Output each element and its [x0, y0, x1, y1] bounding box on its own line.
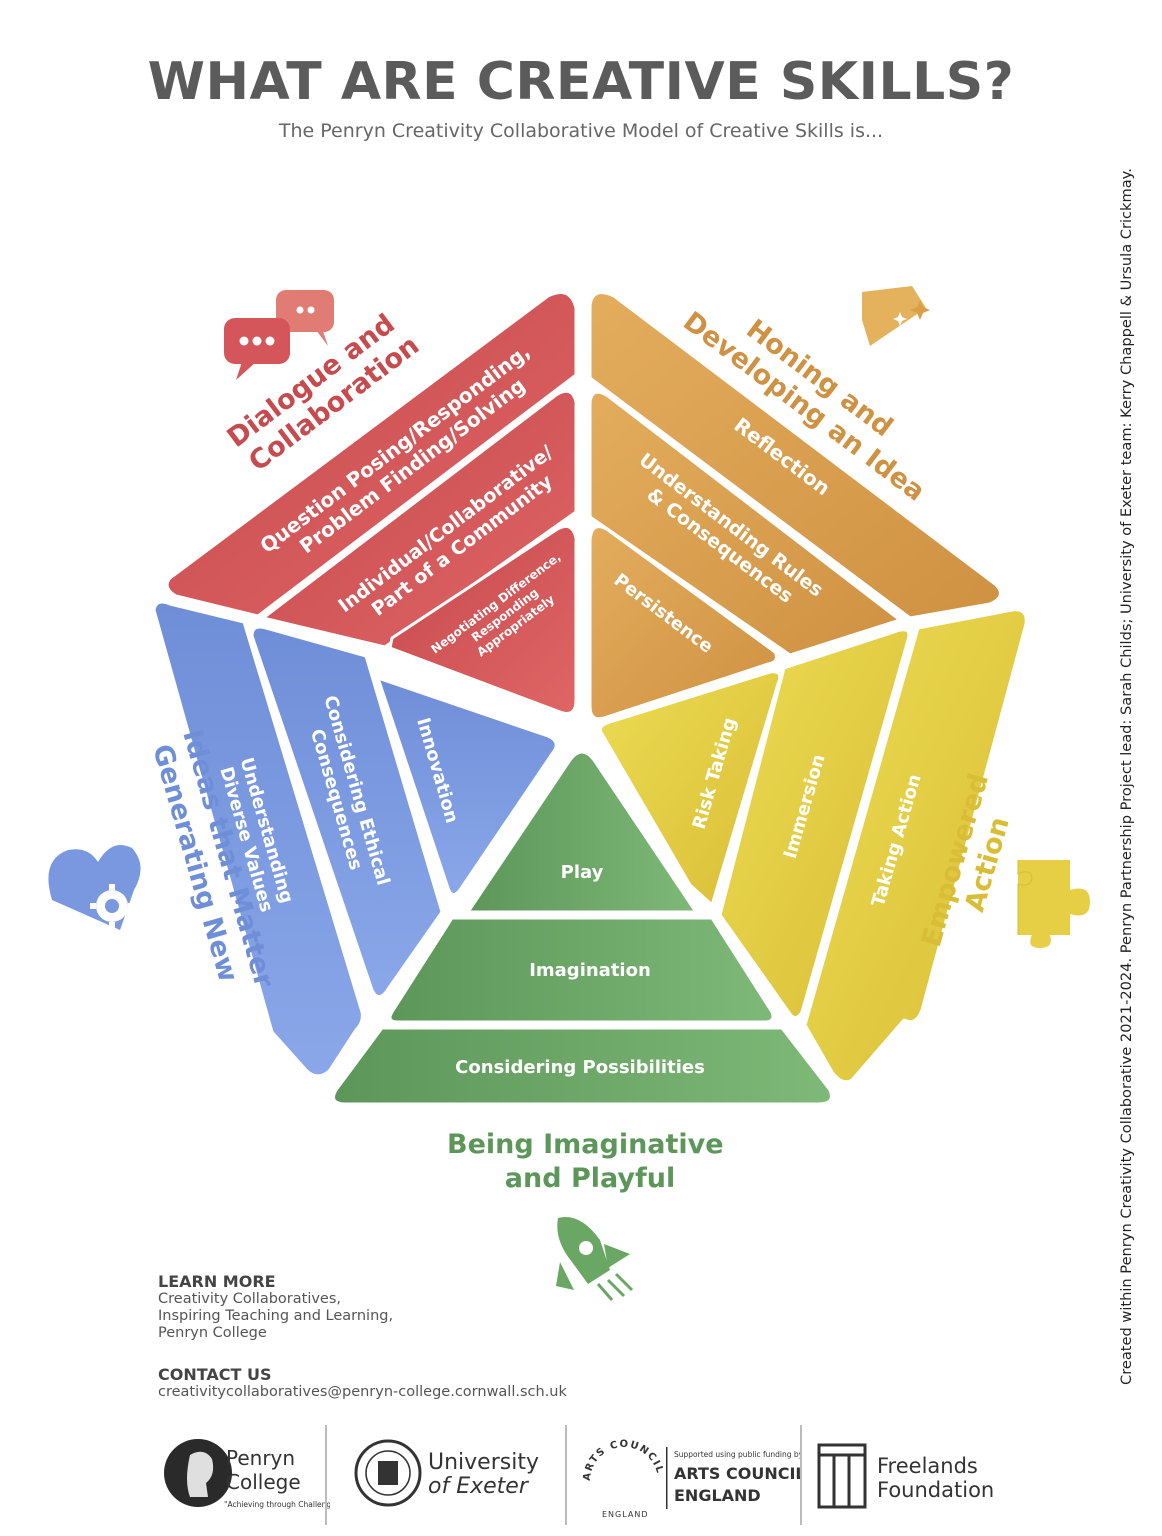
- contact-heading: CONTACT US: [158, 1365, 272, 1384]
- freelands-foundation-logo: Freelands Foundation: [815, 1425, 1015, 1525]
- dialogue-band-inner: [388, 524, 578, 715]
- dialogue-band-middle: [261, 389, 578, 649]
- svg-text:ARTS COUNCIL: ARTS COUNCIL: [582, 1439, 666, 1481]
- speech-bubbles-icon: [224, 290, 334, 380]
- generating-band-middle: [250, 625, 444, 998]
- generating-sector: [152, 600, 558, 1078]
- svg-text:ENGLAND: ENGLAND: [674, 1486, 761, 1505]
- generating-band-outer: [152, 600, 364, 1078]
- dialogue-band-outer: [165, 291, 578, 618]
- rocket-icon: [556, 1216, 634, 1301]
- logo-divider: [800, 1425, 802, 1525]
- imaginative-band-3-label: Play: [561, 862, 604, 883]
- honing-sector: [588, 291, 1002, 721]
- imaginative-heading: Being Imaginative and Playful: [447, 1129, 733, 1194]
- svg-text:"Achieving through Challenge": "Achieving through Challenge": [224, 1500, 330, 1509]
- university-of-exeter-logo: University of Exeter: [350, 1425, 540, 1525]
- honing-band-inner: [588, 525, 778, 721]
- empowered-band-inner: [598, 670, 782, 907]
- empowered-band-outer: [803, 608, 1028, 1084]
- svg-text:Supported using public funding: Supported using public funding by: [674, 1450, 800, 1459]
- side-credit: Created within Penryn Creativity Collabo…: [1118, 168, 1135, 1385]
- page-subtitle: The Penryn Creativity Collaborative Mode…: [278, 120, 884, 142]
- learn-more-line: Inspiring Teaching and Learning,: [158, 1308, 394, 1324]
- imaginative-band-inner: [466, 750, 698, 914]
- svg-text:College: College: [226, 1470, 301, 1494]
- contact-email[interactable]: creativitycollaboratives@penryn-college.…: [158, 1384, 567, 1400]
- svg-text:Foundation: Foundation: [877, 1478, 994, 1502]
- learn-more: LEARN MORE Creativity Collaboratives, In…: [158, 1272, 393, 1342]
- partner-logos: Penryn College "Achieving through Challe…: [150, 1425, 1030, 1530]
- learn-more-line: Penryn College: [158, 1325, 267, 1341]
- svg-text:ENGLAND: ENGLAND: [602, 1510, 649, 1519]
- gem-icon: [862, 286, 930, 346]
- dialogue-sector: [165, 291, 578, 715]
- empowered-sector: [598, 608, 1028, 1084]
- penryn-college-logo: Penryn College "Achieving through Challe…: [160, 1425, 339, 1525]
- imaginative-band-middle: [388, 916, 775, 1024]
- honing-band-middle: [588, 390, 902, 657]
- imaginative-band-outer: [332, 1026, 833, 1106]
- svg-text:Freelands: Freelands: [877, 1454, 978, 1478]
- empowered-band-middle: [718, 628, 911, 1019]
- svg-text:University: University: [428, 1450, 539, 1475]
- svg-text:ARTS COUNCIL: ARTS COUNCIL: [674, 1464, 800, 1483]
- generating-band-inner: [376, 676, 558, 896]
- heart-gear-icon: [48, 845, 141, 930]
- logo-divider: [325, 1425, 327, 1525]
- learn-more-line: Creativity Collaboratives,: [158, 1291, 342, 1307]
- logo-divider: [565, 1425, 567, 1525]
- arts-council-england-logo: ARTS COUNCIL ENGLAND Supported using pub…: [580, 1425, 806, 1525]
- puzzle-piece-icon: [1017, 860, 1090, 948]
- svg-text:of Exeter: of Exeter: [428, 1474, 530, 1499]
- imaginative-sector: [332, 750, 833, 1106]
- page-title: WHAT ARE CREATIVE SKILLS?: [147, 52, 1015, 112]
- imaginative-band-1-label: Considering Possibilities: [455, 1057, 705, 1078]
- svg-text:Penryn: Penryn: [226, 1446, 295, 1470]
- contact-us: CONTACT US creativitycollaboratives@penr…: [158, 1365, 567, 1400]
- imaginative-band-2-label: Imagination: [529, 960, 651, 981]
- honing-band-outer: [588, 291, 1002, 620]
- learn-more-heading: LEARN MORE: [158, 1272, 276, 1291]
